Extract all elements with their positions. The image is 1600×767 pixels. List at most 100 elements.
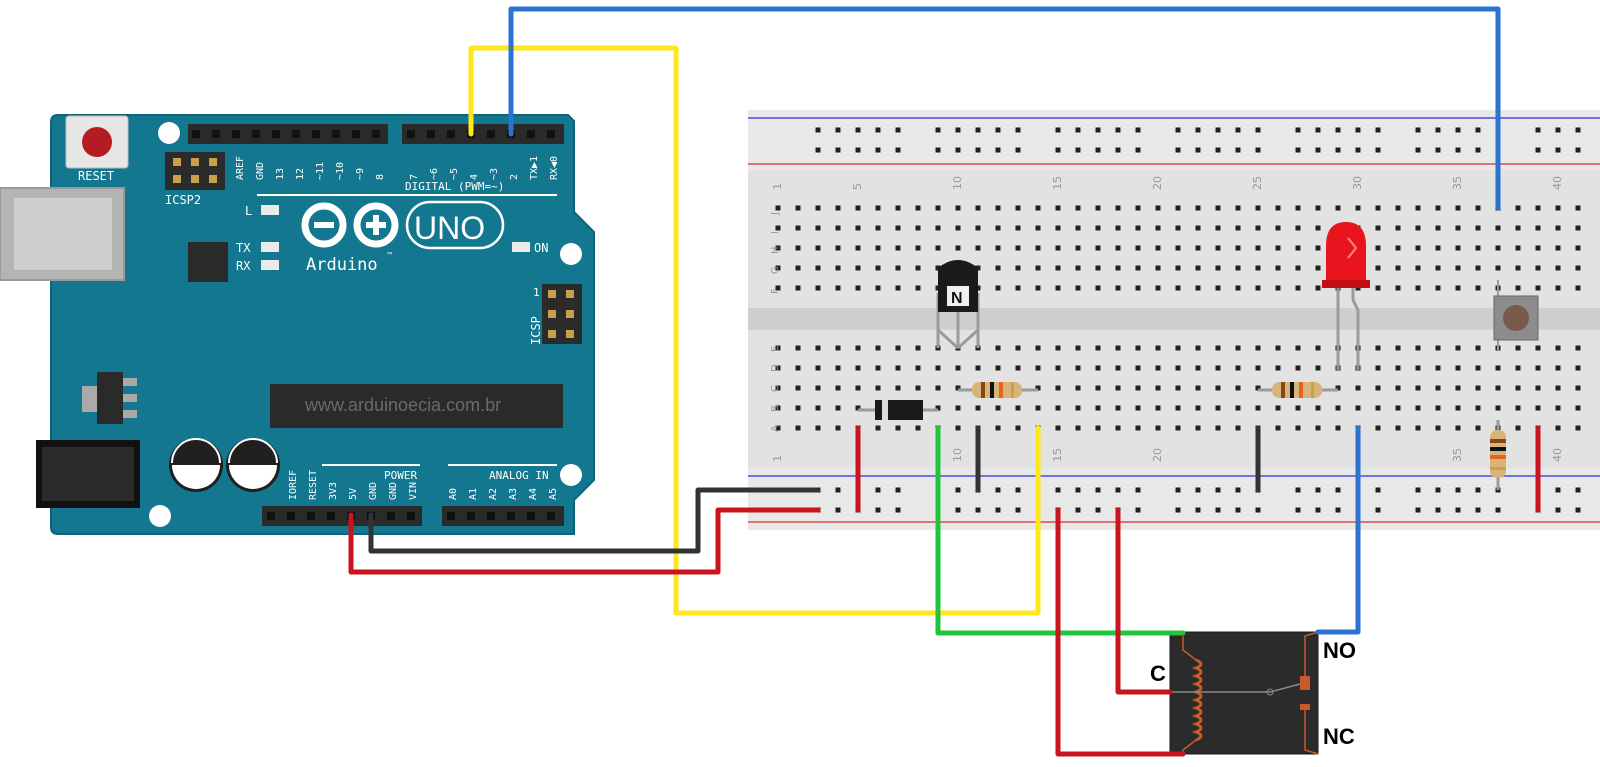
column-number: 20 [1151, 176, 1164, 190]
pin-label: ~6 [429, 168, 440, 180]
breadboard: J I H G F E D C B A 1 5 10 15 20 25 30 3… [748, 110, 1600, 530]
column-number: 25 [1251, 176, 1264, 190]
row-letter: D [770, 364, 781, 372]
mounting-hole [560, 243, 582, 265]
npn-transistor: N [936, 260, 980, 350]
relay-module [1169, 631, 1319, 755]
mounting-hole [158, 122, 180, 144]
column-number: 30 [1351, 176, 1364, 190]
wire-yellow-pin4[interactable] [468, 45, 1041, 616]
reset-button[interactable] [65, 115, 129, 169]
pin-label: 2 [509, 174, 520, 180]
relay-coil [1191, 658, 1203, 742]
header-pins [192, 130, 555, 520]
row-letter: C [770, 385, 781, 392]
wires [348, 6, 1541, 757]
wire-red-common[interactable] [1115, 507, 1173, 695]
power-header [262, 506, 422, 526]
pin-label: 7 [409, 174, 420, 180]
row-letter: F [770, 288, 781, 294]
led-tx-label: TX [236, 241, 251, 255]
row-letter: G [770, 266, 781, 274]
diode [858, 400, 938, 420]
row-letter: B [770, 405, 781, 412]
pin-label: ~3 [489, 168, 500, 180]
column-number: 15 [1051, 448, 1064, 462]
led-on-indicator [512, 242, 530, 252]
icsp-pin-one: 1 [533, 286, 540, 299]
breadboard-holes [775, 205, 1581, 431]
arduino-uno-board: RESET ICSP2 L [0, 114, 595, 535]
pin-label: 8 [375, 174, 386, 180]
wire-red-coil-return[interactable] [1055, 507, 1186, 757]
column-number: 10 [951, 176, 964, 190]
digital-label: DIGITAL (PWM=~) [405, 180, 504, 193]
pin-label: 12 [295, 168, 306, 180]
column-number: 35 [1451, 176, 1464, 190]
led-rx-label: RX [236, 259, 251, 273]
pin-label: TX▶1 [529, 156, 540, 180]
analog-header [442, 506, 564, 526]
pin-label: RESET [308, 470, 319, 500]
column-number: 5 [851, 183, 864, 190]
digital-pin-labels-right: 7 ~6 ~5 4 ~3 2 TX▶1 RX◀0 [409, 156, 560, 180]
power-label: POWER [384, 469, 417, 482]
transistor-mark: N [951, 290, 963, 307]
pin-label: 5V [348, 488, 359, 500]
column-number: 20 [1151, 448, 1164, 462]
capacitor [226, 438, 280, 492]
power-pin-labels: IOREF RESET 3V3 5V GND GND VIN [288, 470, 419, 500]
wire-blue-pin2[interactable] [508, 6, 1501, 211]
wire-black-gnd[interactable] [368, 487, 821, 554]
wire-blue-no-to-led[interactable] [1315, 425, 1361, 635]
push-button[interactable] [1493, 280, 1539, 350]
pin-label: 13 [275, 168, 286, 180]
microcontroller-chip [270, 384, 563, 428]
uno-text: UNO [414, 210, 485, 246]
row-letter: E [770, 346, 781, 352]
led-tx-indicator [261, 242, 279, 252]
pin-label: RX◀0 [549, 156, 560, 180]
column-number: 1 [771, 455, 784, 462]
row-letter: I [770, 231, 781, 234]
column-numbers-bottom: 1 10 15 20 35 40 [771, 448, 1564, 462]
wire-green-coil[interactable] [935, 425, 1186, 636]
column-number: 40 [1551, 448, 1564, 462]
wire-red-5v[interactable] [348, 507, 821, 575]
pin-label: GND [368, 482, 379, 500]
led-on-label: ON [534, 241, 548, 255]
usb-chip [188, 242, 228, 282]
digital-header-left [188, 124, 388, 144]
row-letter: J [770, 212, 781, 216]
led-l-indicator [261, 205, 279, 215]
pin-label: ~9 [355, 168, 366, 180]
resistor-button [1490, 420, 1506, 490]
analog-pin-labels: A0 A1 A2 A3 A4 A5 [448, 488, 559, 500]
pin-label: 3V3 [328, 482, 339, 500]
pin-label: GND [388, 482, 399, 500]
pin-label: ~5 [449, 168, 460, 180]
uno-badge [405, 200, 505, 250]
analog-in-label: ANALOG IN [489, 469, 549, 482]
mounting-hole [149, 505, 171, 527]
icsp2-header [165, 152, 225, 190]
trademark: ™ [386, 251, 394, 260]
column-numbers-top: 1 5 10 15 20 25 30 35 40 [771, 176, 1564, 190]
column-number: 15 [1051, 176, 1064, 190]
relay-label-nc: NC [1323, 724, 1355, 749]
pin-label: A3 [508, 488, 519, 500]
reset-label: RESET [78, 169, 114, 183]
row-letter: A [770, 425, 781, 432]
arduino-logo [301, 202, 399, 248]
digital-pin-labels-left: AREF GND 13 12 ~11 ~10 ~9 8 [235, 156, 386, 180]
column-number: 35 [1451, 448, 1464, 462]
row-letters-bottom: E D C B A [770, 346, 781, 432]
pin-label: IOREF [288, 470, 299, 500]
pin-label: ~11 [315, 162, 326, 180]
pin-label: A5 [548, 488, 559, 500]
led-l-label: L [245, 204, 252, 218]
resistor-base [958, 382, 1038, 398]
digital-header-right [402, 124, 564, 144]
mounting-hole [560, 464, 582, 486]
pin-label: 4 [469, 174, 480, 180]
